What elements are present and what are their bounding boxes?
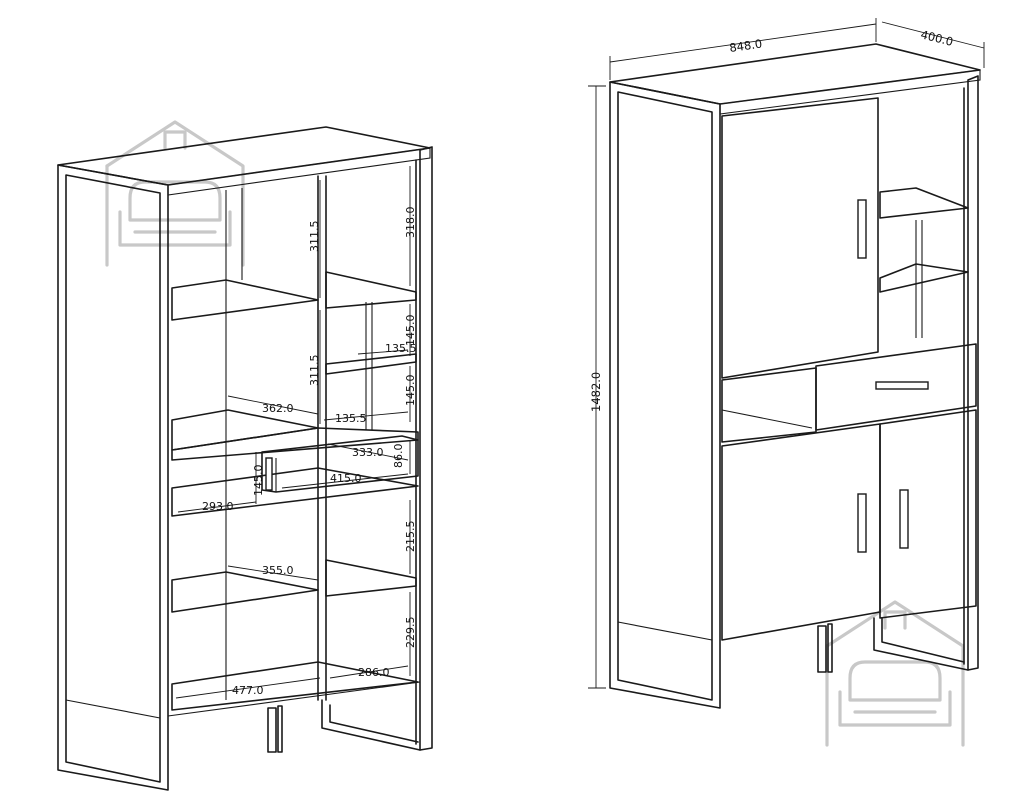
dim-overall-height: 1482.0 — [589, 372, 603, 412]
dim-lower-left-width: 355.0 — [262, 564, 294, 577]
dim-drawer-left-width: 293.0 — [202, 500, 234, 513]
dim-drawer-height: 86.0 — [392, 444, 405, 469]
dim-mid-left-height: 311.5 — [308, 355, 321, 387]
dim-small-cell-upper-width: 135.5 — [385, 342, 417, 355]
dim-lower-right-height: 215.5 — [404, 521, 417, 553]
dim-bottom-right-height: 229.5 — [404, 617, 417, 649]
dim-small-cell-lower-width: 135.5 — [335, 412, 367, 425]
dim-overall-width: 848.0 — [728, 37, 763, 55]
dim-drawer-width: 415.0 — [330, 472, 362, 485]
house-sofa-icon — [825, 600, 965, 747]
dim-small-cell-lower-height: 145.0 — [404, 375, 417, 407]
left-shelf-unit: 311.5 318.0 311.5 145.0 145.0 135.5 135.… — [57, 126, 433, 791]
dim-overall-depth: 400.0 — [919, 27, 954, 49]
dim-drawer-left-height: 145.0 — [252, 465, 265, 497]
right-cabinet-unit: 848.0 400.0 1482.0 — [588, 18, 985, 709]
dim-top-left-height: 311.5 — [308, 221, 321, 253]
dim-mid-left-width: 362.0 — [262, 402, 294, 415]
dim-bottom-left-width: 477.0 — [232, 684, 264, 697]
dim-small-cell-upper-height: 145.0 — [404, 315, 417, 347]
dim-drawer-depth: 333.0 — [352, 446, 384, 459]
dim-bottom-right-width: 286.0 — [358, 666, 390, 679]
dim-top-right-height: 318.0 — [404, 207, 417, 239]
